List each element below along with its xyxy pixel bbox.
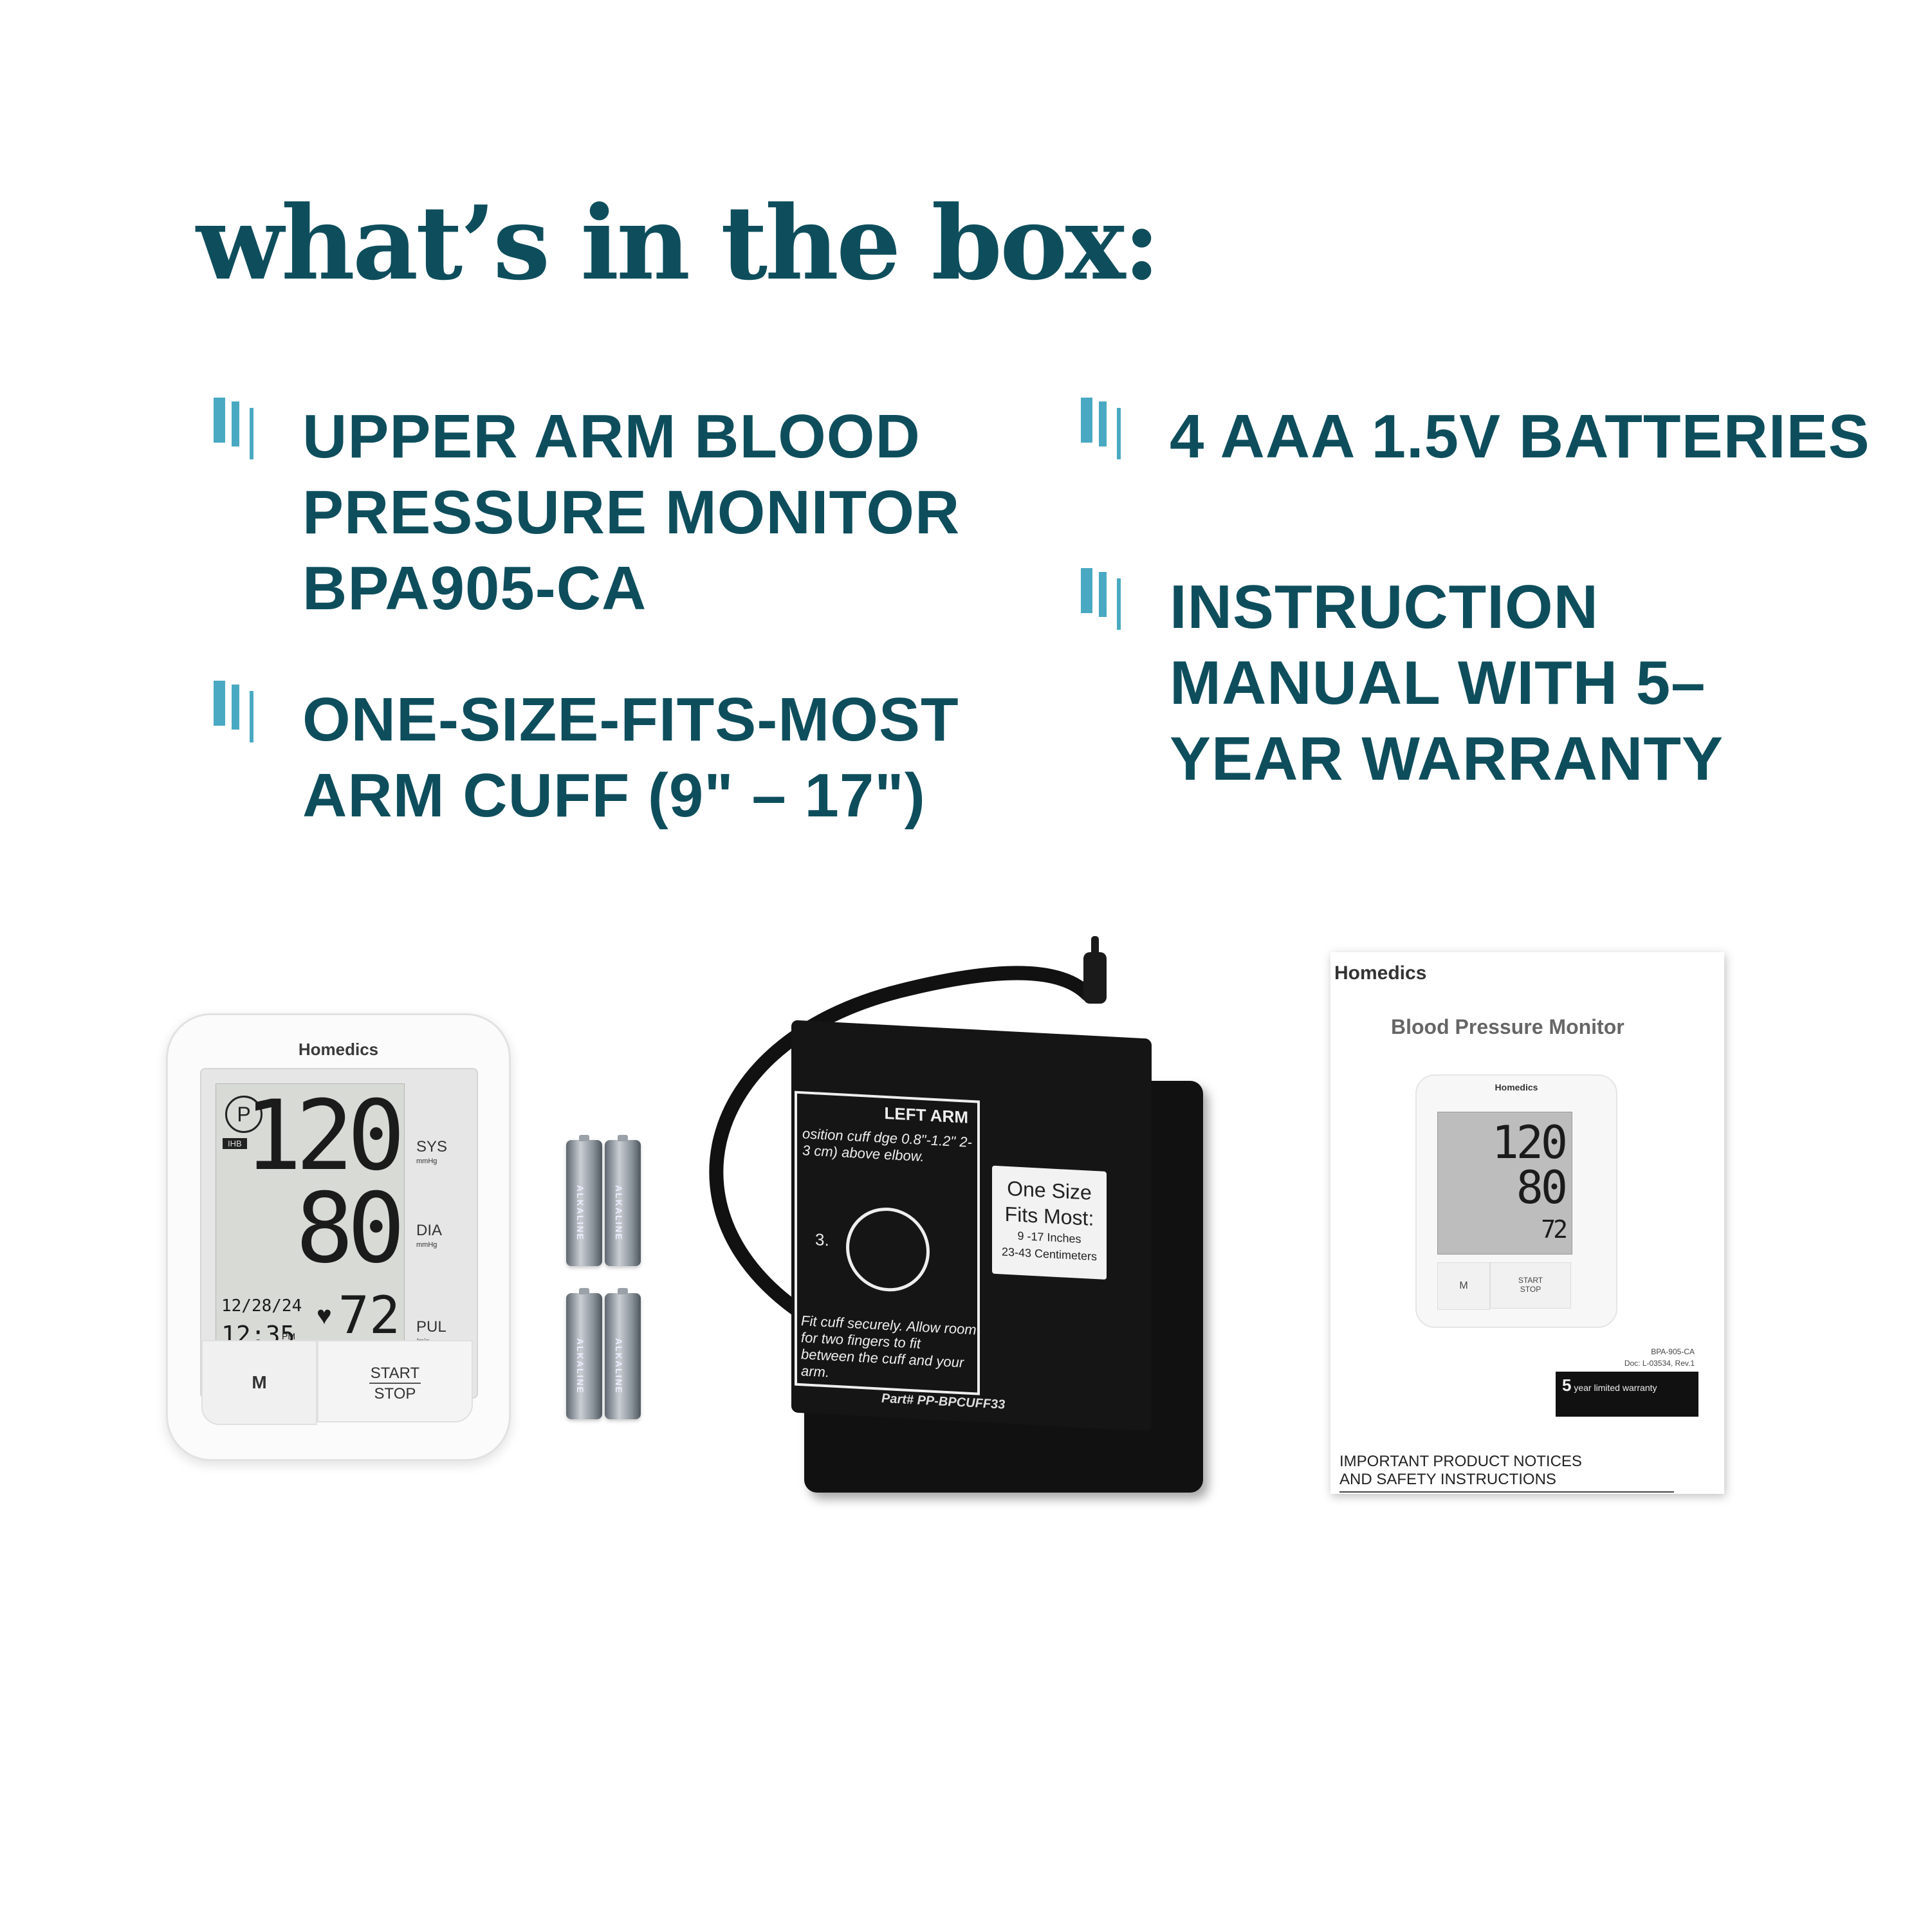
- item-line: MANUAL WITH 5–: [1170, 649, 1706, 717]
- mini-sys-value: 120: [1491, 1116, 1568, 1169]
- item-label: INSTRUCTION MANUAL WITH 5– YEAR WARRANTY: [1170, 569, 1724, 797]
- start-stop-button: START STOP: [317, 1340, 473, 1422]
- arm-diagram-icon: [846, 1205, 930, 1294]
- item-line: YEAR WARRANTY: [1170, 724, 1724, 793]
- item-line: ONE-SIZE-FITS-MOST: [302, 685, 959, 754]
- safety-notice: IMPORTANT PRODUCT NOTICES AND SAFETY INS…: [1339, 1453, 1674, 1493]
- battery-2: ALKALINE: [605, 1135, 641, 1266]
- part-number: Part# PP-BPCUFF33: [881, 1391, 1006, 1412]
- cuff-instruction-panel: LEFT ARM osition cuff dge 0.8"-1.2" 2-3 …: [795, 1090, 980, 1395]
- memory-button: M: [201, 1340, 317, 1425]
- size-tag: One Size Fits Most: 9 -17 Inches 23-43 C…: [992, 1165, 1107, 1280]
- ihb-indicator: IHB: [223, 1138, 247, 1149]
- bullet-bars-icon: [206, 681, 264, 758]
- mini-screen: 120 80 72: [1437, 1112, 1572, 1255]
- monitor-buttons: M START STOP: [168, 1340, 509, 1425]
- bullet-bars-icon: [206, 398, 264, 475]
- item-label: UPPER ARM BLOOD PRESSURE MONITOR BPA905-…: [302, 399, 960, 627]
- instruction-manual-image: Homedics Blood Pressure Monitor Homedics…: [1330, 952, 1724, 1494]
- item-label: 4 AAA 1.5V BATTERIES: [1170, 399, 1870, 475]
- manual-brand-logo: Homedics: [1334, 962, 1427, 984]
- size-line-1: One Size: [1007, 1176, 1092, 1204]
- fit-instruction: Fit cuff securely. Allow room for two fi…: [801, 1312, 977, 1381]
- cuff-fold-front: LEFT ARM osition cuff dge 0.8"-1.2" 2-3 …: [791, 1020, 1152, 1431]
- pulse-value: 72: [338, 1285, 400, 1345]
- user-p-icon: P: [225, 1096, 262, 1133]
- tube-connector-icon: [1083, 936, 1107, 1004]
- step-number: 3.: [815, 1229, 829, 1250]
- systolic-value: 120: [244, 1080, 405, 1192]
- date-readout: 12/28/24: [221, 1296, 302, 1316]
- warranty-badge: 5 year limited warranty: [1556, 1372, 1698, 1417]
- battery-3: ALKALINE: [566, 1288, 602, 1419]
- arm-cuff-image: LEFT ARM osition cuff dge 0.8"-1.2" 2-3 …: [791, 1020, 1242, 1493]
- battery-1: ALKALINE: [566, 1135, 602, 1266]
- battery-4: ALKALINE: [605, 1288, 641, 1419]
- heart-icon: ♥: [317, 1302, 332, 1330]
- item-line: UPPER ARM BLOOD: [302, 402, 921, 471]
- item-label: ONE-SIZE-FITS-MOST ARM CUFF (9" – 17"): [302, 682, 959, 834]
- pm-indicator: PM: [282, 1331, 295, 1341]
- item-line: BPA905-CA: [302, 554, 647, 623]
- item-batteries: 4 AAA 1.5V BATTERIES: [1073, 398, 1870, 475]
- position-instruction: osition cuff dge 0.8"-1.2" 2-3 cm) above…: [802, 1125, 972, 1165]
- bullet-bars-icon: [1073, 568, 1131, 645]
- item-line: PRESSURE MONITOR: [302, 478, 961, 547]
- mini-dia-value: 80: [1516, 1161, 1568, 1214]
- item-arm-cuff: ONE-SIZE-FITS-MOST ARM CUFF (9" – 17"): [206, 681, 959, 834]
- page-title: what’s in the box:: [196, 184, 1161, 303]
- diastolic-value: 80: [295, 1173, 405, 1285]
- manual-title: Blood Pressure Monitor: [1391, 1015, 1624, 1038]
- item-instruction-manual: INSTRUCTION MANUAL WITH 5– YEAR WARRANTY: [1073, 568, 1724, 797]
- mini-brand: Homedics: [1495, 1082, 1538, 1092]
- start-label: START: [369, 1365, 421, 1384]
- mini-m-button: M: [1437, 1262, 1490, 1310]
- mini-pul-value: 72: [1541, 1215, 1568, 1244]
- item-blood-pressure-monitor: UPPER ARM BLOOD PRESSURE MONITOR BPA905-…: [206, 398, 960, 627]
- blood-pressure-monitor-image: Homedics P IHB 120 80 ♥ 72 12/28/24 12:3…: [166, 1013, 511, 1461]
- item-line: ARM CUFF (9" – 17"): [302, 761, 926, 830]
- manual-doc-code: BPA-905-CA Doc: L-03534, Rev.1: [1624, 1347, 1695, 1368]
- item-line: INSTRUCTION: [1170, 573, 1599, 641]
- stop-label: STOP: [374, 1385, 416, 1403]
- bullet-bars-icon: [1073, 398, 1131, 475]
- item-line: 4 AAA 1.5V BATTERIES: [1170, 402, 1870, 471]
- brand-logo: Homedics: [298, 1040, 379, 1059]
